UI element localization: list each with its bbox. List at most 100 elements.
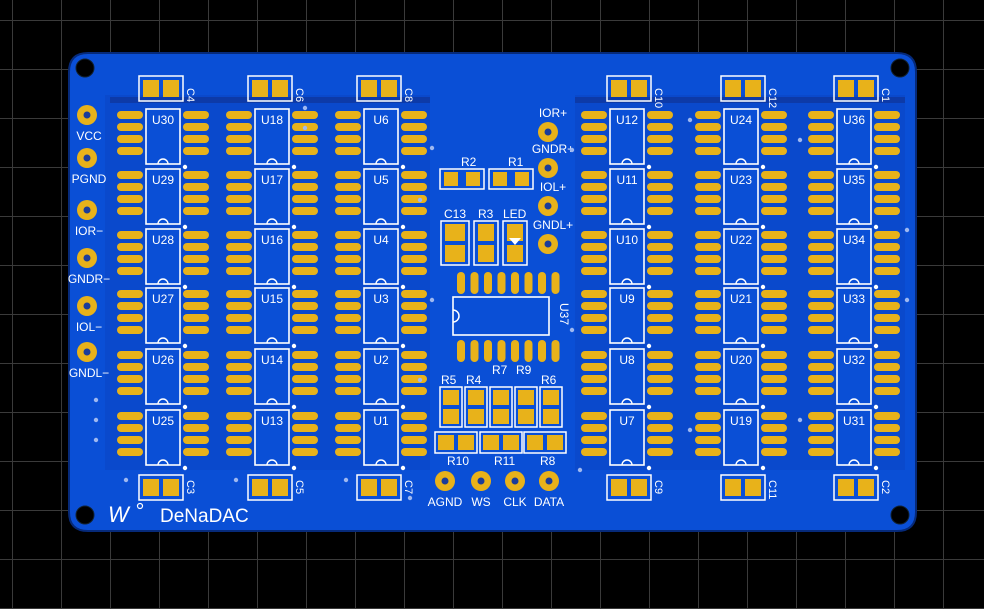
chip-pad — [761, 326, 787, 334]
cap-bottom-label: C9 — [652, 480, 664, 494]
chip-notch — [735, 218, 747, 225]
chip-pad — [761, 412, 787, 420]
chip-notch — [266, 459, 278, 466]
chip-pad — [183, 314, 209, 322]
pin1-dot — [400, 343, 406, 349]
pin1-dot — [291, 465, 297, 471]
chip-pad — [808, 147, 834, 155]
chip-pad — [761, 267, 787, 275]
ic-pin-top — [511, 272, 519, 294]
chip-label: U34 — [843, 233, 865, 247]
pin1-dot — [873, 224, 879, 230]
cap-top-label: C8 — [402, 88, 414, 102]
chip-label: U20 — [730, 353, 752, 367]
chip-notch — [621, 398, 633, 405]
chip-pad — [292, 387, 318, 395]
chip-notch — [621, 337, 633, 344]
chip-pad — [226, 111, 252, 119]
mounting-hole-tr — [890, 58, 910, 78]
chip-notch — [848, 158, 860, 165]
chip-notch — [266, 398, 278, 405]
chip-u16: U16 — [226, 228, 318, 290]
chip-pad — [761, 387, 787, 395]
chip-pad — [647, 255, 673, 263]
cap-bottom-pad-b — [745, 479, 761, 496]
chip-body — [723, 168, 759, 225]
chip-u22: U22 — [695, 228, 787, 290]
resistor-pad-b — [468, 409, 484, 424]
cap-top-label: C1 — [879, 88, 891, 102]
chip-pad — [695, 387, 721, 395]
chip-pad — [695, 207, 721, 215]
chip-notch — [266, 278, 278, 285]
connector-hole — [83, 348, 91, 356]
chip-label: U5 — [373, 173, 389, 187]
chip-pad — [292, 351, 318, 359]
chip-body — [836, 228, 872, 285]
chip-u36: U36 — [808, 108, 900, 170]
chip-u1: U1 — [335, 409, 427, 471]
chip-pad — [117, 326, 143, 334]
chip-pad — [647, 448, 673, 456]
chip-pad — [874, 123, 900, 131]
cap-bottom-pad-b — [858, 479, 874, 496]
chip-body — [363, 228, 399, 285]
chip-body — [609, 287, 645, 344]
chip-pad — [808, 363, 834, 371]
chip-u18: U18 — [226, 108, 318, 170]
chip-pad — [183, 183, 209, 191]
chip-body — [723, 409, 759, 466]
via — [429, 145, 435, 151]
chip-pad — [292, 267, 318, 275]
mounting-hole-tl — [75, 58, 95, 78]
resistor-pad-b — [443, 409, 459, 424]
chip-notch — [375, 158, 387, 165]
chip-pad — [292, 195, 318, 203]
chip-label: U10 — [616, 233, 638, 247]
pin1-dot — [400, 284, 406, 290]
pin1-dot — [182, 164, 188, 170]
cap-bottom-pad-a — [838, 479, 854, 496]
chip-pad — [874, 387, 900, 395]
chip-columns: C4C3U30U29U28U27U26U25C6C5U18U17U16U15U1… — [117, 75, 900, 501]
connector-label: IOR+ — [539, 106, 567, 120]
pin1-dot — [400, 224, 406, 230]
chip-pad — [581, 267, 607, 275]
ic-pin-bottom — [538, 340, 546, 362]
chip-u17: U17 — [226, 168, 318, 230]
chip-label: U16 — [261, 233, 283, 247]
chip-pad — [874, 183, 900, 191]
pin1-dot — [873, 343, 879, 349]
chip-pad — [183, 255, 209, 263]
ic-label: U37 — [557, 303, 571, 325]
chip-pad — [183, 123, 209, 131]
chip-notch — [848, 218, 860, 225]
pin1-dot — [760, 404, 766, 410]
chip-pad — [695, 135, 721, 143]
center-ic-u37: U37 — [452, 272, 571, 362]
pin1-dot — [400, 465, 406, 471]
ic-notch — [452, 309, 460, 323]
led-pad-a — [507, 224, 523, 241]
chip-pad — [874, 135, 900, 143]
chip-label: U32 — [843, 353, 865, 367]
chip-pad — [761, 171, 787, 179]
connector-label: VCC — [76, 129, 102, 143]
chip-pad — [335, 243, 361, 251]
chip-pad — [874, 207, 900, 215]
chip-pad — [581, 375, 607, 383]
chip-body — [254, 168, 290, 225]
chip-label: U18 — [261, 113, 283, 127]
via — [569, 147, 575, 153]
chip-label: U8 — [619, 353, 635, 367]
chip-pad — [874, 412, 900, 420]
chip-pad — [874, 363, 900, 371]
connector-hole — [83, 254, 91, 262]
label-r6: R6 — [541, 373, 557, 387]
chip-pad — [808, 326, 834, 334]
chip-label: U1 — [373, 414, 389, 428]
chip-pad — [581, 183, 607, 191]
cap-top-pad-b — [745, 80, 761, 97]
cap-bottom-pad-a — [725, 479, 741, 496]
